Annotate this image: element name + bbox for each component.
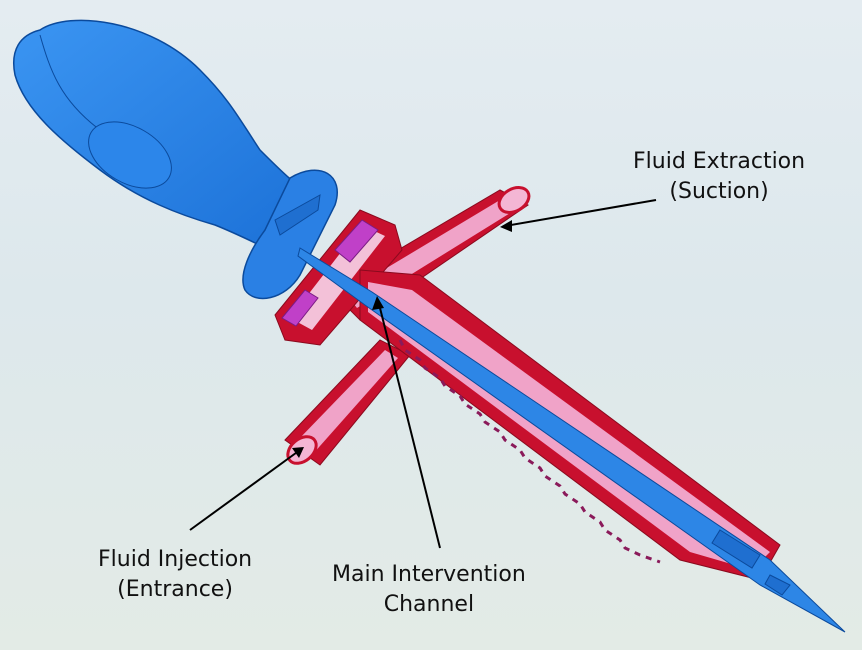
channel-arrow [377,299,441,549]
channel-label: Main Intervention Channel [332,560,526,620]
channel-label-line2: Channel [383,592,475,617]
injection-label-line1: Fluid Injection [98,547,253,572]
extraction-label-line2: (Suction) [669,179,769,204]
channel-label-line1: Main Intervention [332,562,526,587]
handle [13,19,338,300]
extraction-label: Fluid Extraction (Suction) [633,147,805,207]
extraction-label-line1: Fluid Extraction [633,149,806,174]
extraction-arrowhead [500,220,512,232]
callout-arrows [189,199,657,549]
extraction-arrow [504,199,657,227]
channel-arrowhead [372,296,384,310]
injection-arrowhead [292,447,304,458]
main-channel-shaft [297,247,846,633]
injection-label: Fluid Injection (Entrance) [98,545,252,605]
injection-label-line2: (Entrance) [117,577,233,602]
injection-arrow [189,449,301,531]
